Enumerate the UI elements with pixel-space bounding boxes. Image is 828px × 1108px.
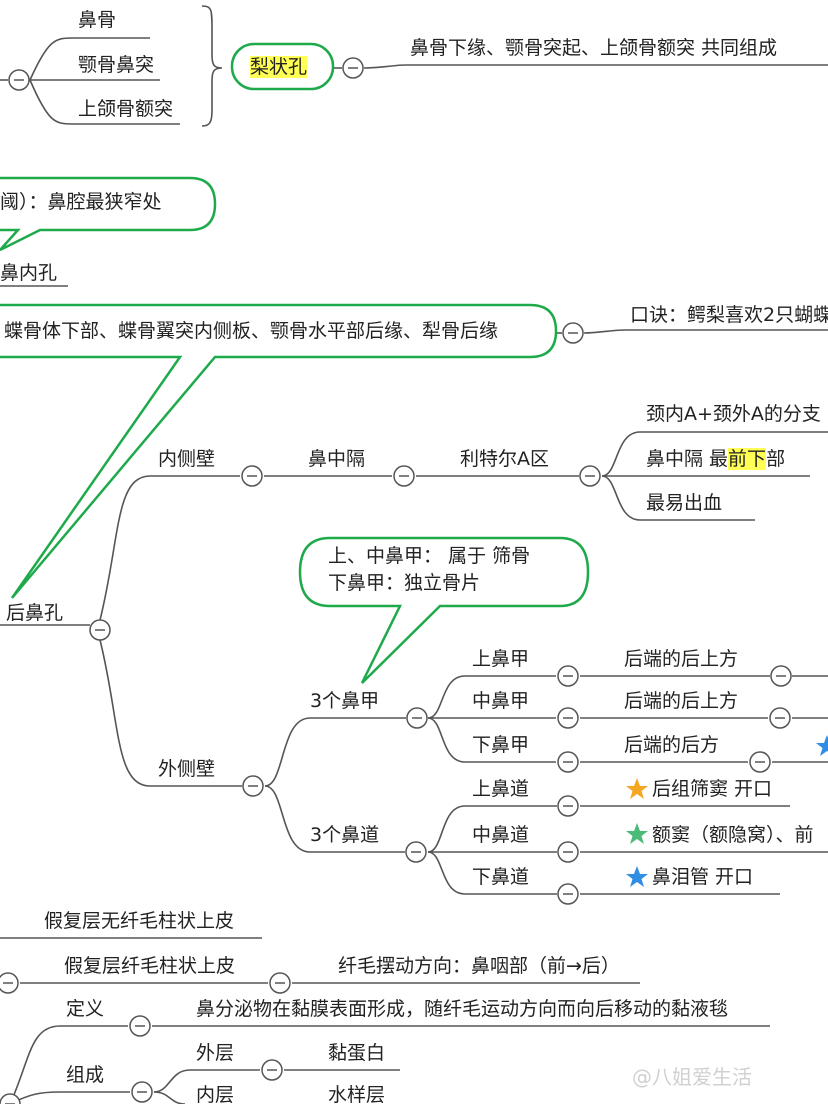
node-pseudo-cilia[interactable]: 假复层纤毛柱状上皮 (64, 955, 236, 977)
collapse-icon[interactable] (562, 322, 584, 344)
collapse-icon[interactable] (557, 841, 579, 863)
node-bleed[interactable]: 最易出血 (646, 492, 723, 514)
callout-narrowest-text: 阈）：鼻腔最狭窄处 (0, 191, 162, 213)
node-sup-meatus-desc[interactable]: 后组筛窦 开口 (652, 778, 773, 800)
node-mucin[interactable]: 黏蛋白 (328, 1042, 386, 1064)
node-inner-nostril[interactable]: 鼻内孔 (0, 262, 58, 284)
node-piriform-aperture[interactable]: 梨状孔 (250, 56, 308, 78)
collapse-icon[interactable] (131, 1081, 153, 1103)
node-inf-meatus-desc[interactable]: 鼻泪管 开口 (652, 866, 754, 888)
node-cilia-direction[interactable]: 纤毛摆动方向：鼻咽部（前→后） (338, 955, 620, 977)
node-definition[interactable]: 定义 (66, 998, 105, 1020)
collapse-icon[interactable] (0, 1093, 21, 1108)
node-three-turbinates[interactable]: 3个鼻甲 (310, 690, 380, 712)
collapse-icon[interactable] (406, 707, 428, 729)
node-location-suffix: 部 (766, 448, 786, 470)
star-blue-icon (626, 866, 648, 887)
star-blue-icon (816, 735, 828, 756)
collapse-icon[interactable] (749, 751, 771, 773)
collapse-icon[interactable] (129, 1015, 151, 1037)
node-sup-turbinate[interactable]: 上鼻甲 (472, 648, 530, 670)
collapse-icon[interactable] (261, 1059, 283, 1081)
node-three-meatus[interactable]: 3个鼻道 (310, 824, 380, 846)
node-pseudo-no-cilia[interactable]: 假复层无纤毛柱状上皮 (44, 910, 235, 932)
collapse-icon[interactable] (579, 465, 601, 487)
callout-turbinate-line-2: 下鼻甲：独立骨片 (328, 572, 481, 594)
node-medial-wall[interactable]: 内侧壁 (158, 448, 216, 470)
node-mid-meatus-desc[interactable]: 额窦（额隐窝）、前 (652, 824, 814, 846)
connector-lines (0, 5, 828, 1105)
node-outer-layer[interactable]: 外层 (196, 1042, 235, 1064)
node-maxilla-process[interactable]: 上颌骨额突 (78, 98, 174, 120)
node-composition[interactable]: 组成 (66, 1064, 105, 1086)
node-septum[interactable]: 鼻中隔 (308, 448, 366, 470)
collapse-icon[interactable] (557, 795, 579, 817)
collapse-icon[interactable] (557, 665, 579, 687)
collapse-toggles (0, 57, 792, 1108)
collapse-icon[interactable] (769, 707, 791, 729)
node-ethmoid-process[interactable]: 颚骨鼻突 (78, 54, 155, 76)
node-artery[interactable]: 颈内A+颈外A的分支 (646, 403, 821, 425)
callout-choana-bounds (0, 303, 558, 599)
collapse-icon[interactable] (269, 972, 291, 994)
collapse-icon[interactable] (89, 619, 111, 641)
node-piriform-highlight: 梨状孔 (250, 56, 308, 78)
node-mid-turbinate-desc[interactable]: 后端的后上方 (624, 690, 739, 712)
collapse-icon[interactable] (557, 883, 579, 905)
node-nasal-bone[interactable]: 鼻骨 (78, 9, 117, 31)
node-inf-meatus[interactable]: 下鼻道 (472, 866, 530, 888)
collapse-icon[interactable] (342, 57, 364, 79)
collapse-icon[interactable] (770, 665, 792, 687)
callout-turbinate (298, 536, 590, 684)
collapse-icon[interactable] (405, 841, 427, 863)
collapse-icon[interactable] (0, 972, 19, 994)
node-littles-area[interactable]: 利特尔A区 (460, 448, 549, 470)
node-mid-turbinate[interactable]: 中鼻甲 (472, 690, 530, 712)
node-sup-meatus[interactable]: 上鼻道 (472, 778, 530, 800)
collapse-icon[interactable] (242, 775, 264, 797)
watermark: @八姐爱生活 (632, 1065, 752, 1089)
star-orange-icon (626, 778, 648, 799)
node-mid-meatus[interactable]: 中鼻道 (472, 824, 530, 846)
node-lateral-wall[interactable]: 外侧壁 (158, 758, 216, 780)
node-mnemonic[interactable]: 口诀：鳄梨喜欢2只蝴蝶 (630, 304, 828, 326)
callout-narrowest (0, 176, 217, 252)
callout-choana-bounds-text: 蝶骨体下部、蝶骨翼突内侧板、颚骨水平部后缘、犁骨后缘 (4, 320, 499, 342)
collapse-icon[interactable] (393, 465, 415, 487)
node-watery-layer[interactable]: 水样层 (328, 1084, 386, 1106)
collapse-icon[interactable] (557, 751, 579, 773)
callout-bubbles (0, 176, 590, 684)
node-choana[interactable]: 后鼻孔 (6, 602, 64, 624)
node-inner-layer[interactable]: 内层 (196, 1084, 235, 1106)
node-definition-desc[interactable]: 鼻分泌物在黏膜表面形成，随纤毛运动方向而向后移动的黏液毯 (196, 998, 729, 1020)
node-location[interactable]: 鼻中隔 最前下部 (646, 448, 785, 470)
collapse-icon[interactable] (241, 465, 263, 487)
node-location-highlight: 前下 (728, 448, 767, 470)
collapse-icon[interactable] (8, 69, 30, 91)
node-sup-turbinate-desc[interactable]: 后端的后上方 (624, 648, 739, 670)
node-piriform-desc[interactable]: 鼻骨下缘、颚骨突起、上颌骨额突 共同组成 (410, 37, 778, 59)
node-inf-turbinate[interactable]: 下鼻甲 (472, 734, 530, 756)
star-green-icon (626, 823, 648, 844)
node-location-prefix: 鼻中隔 最 (646, 448, 729, 470)
node-inf-turbinate-desc[interactable]: 后端的后方 (624, 734, 720, 756)
callout-turbinate-line-1: 上、中鼻甲： 属于 筛骨 (328, 545, 531, 567)
collapse-icon[interactable] (557, 707, 579, 729)
